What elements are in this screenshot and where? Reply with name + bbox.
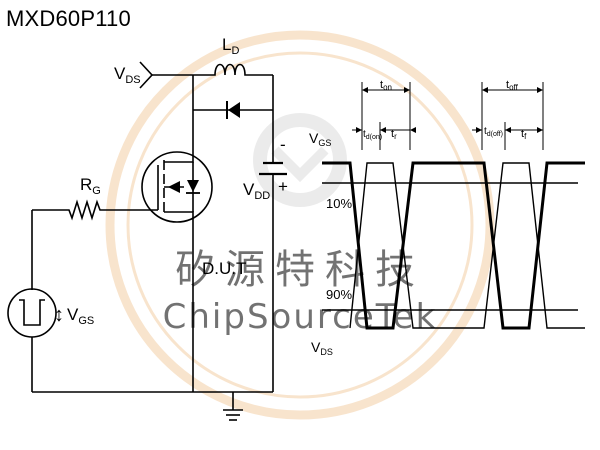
resistor-rg bbox=[62, 199, 104, 221]
timing-waveforms bbox=[322, 82, 585, 330]
arrow-tdoff bbox=[476, 127, 482, 133]
arrow-toff-left bbox=[482, 87, 488, 93]
vds-terminal bbox=[139, 61, 154, 89]
arrow-ton-right bbox=[404, 87, 410, 93]
label-tdoff: td(off) bbox=[484, 126, 503, 138]
arrow-tf-right bbox=[537, 127, 543, 133]
arrow-tr-right bbox=[410, 127, 416, 133]
label-ld: LD bbox=[222, 35, 239, 57]
dimension-arrowheads bbox=[356, 87, 543, 133]
watermark-ring-inner bbox=[126, 51, 474, 399]
label-vds-circuit: VDS bbox=[114, 64, 141, 86]
arrow-tf-left bbox=[505, 127, 511, 133]
watermark-chinese: 矽源特科技 bbox=[175, 247, 425, 293]
arrow-tr-left bbox=[380, 127, 386, 133]
label-toff: toff bbox=[506, 79, 519, 92]
freewheel-diode bbox=[228, 102, 240, 118]
label-tf: tf bbox=[521, 128, 527, 141]
label-vgs-timing: VGS bbox=[309, 130, 331, 148]
inductor-ld bbox=[212, 63, 248, 76]
label-tdon: td(on) bbox=[363, 129, 382, 141]
pulse-source bbox=[7, 288, 57, 338]
label-vdd-minus: - bbox=[280, 135, 286, 154]
label-tr: tr bbox=[391, 128, 397, 141]
label-vdd: VDD bbox=[243, 180, 270, 202]
watermark: 矽源特科技 ChipSourceTek bbox=[105, 30, 495, 420]
label-vdd-plus: + bbox=[278, 177, 288, 196]
label-vds-timing: VDS bbox=[311, 339, 333, 357]
pulse-symbol bbox=[19, 299, 45, 326]
watermark-latin: ChipSourceTek bbox=[163, 297, 438, 337]
label-10pct: 10% bbox=[326, 196, 352, 211]
watermark-ring-outer bbox=[105, 30, 495, 420]
label-ton: ton bbox=[380, 79, 392, 92]
watermark-logo-circle bbox=[253, 113, 347, 207]
watermark-logo-mark bbox=[271, 146, 329, 183]
label-vgs-circuit: VGS bbox=[67, 305, 94, 327]
label-vgs-arrow: ↕ bbox=[54, 304, 64, 326]
mosfet-arrow bbox=[168, 181, 180, 193]
vds-waveform bbox=[349, 162, 585, 329]
mosfet-circle bbox=[141, 151, 213, 223]
label-rg: RG bbox=[80, 175, 101, 197]
body-diode-triangle bbox=[187, 180, 199, 192]
arrow-ton-left bbox=[362, 87, 368, 93]
label-90pct: 90% bbox=[326, 287, 352, 302]
label-dut: D.U.T bbox=[202, 259, 246, 278]
page-title: MXD60P110 bbox=[6, 6, 131, 31]
arrow-tdon bbox=[356, 127, 362, 133]
arrow-toff-right bbox=[537, 87, 543, 93]
